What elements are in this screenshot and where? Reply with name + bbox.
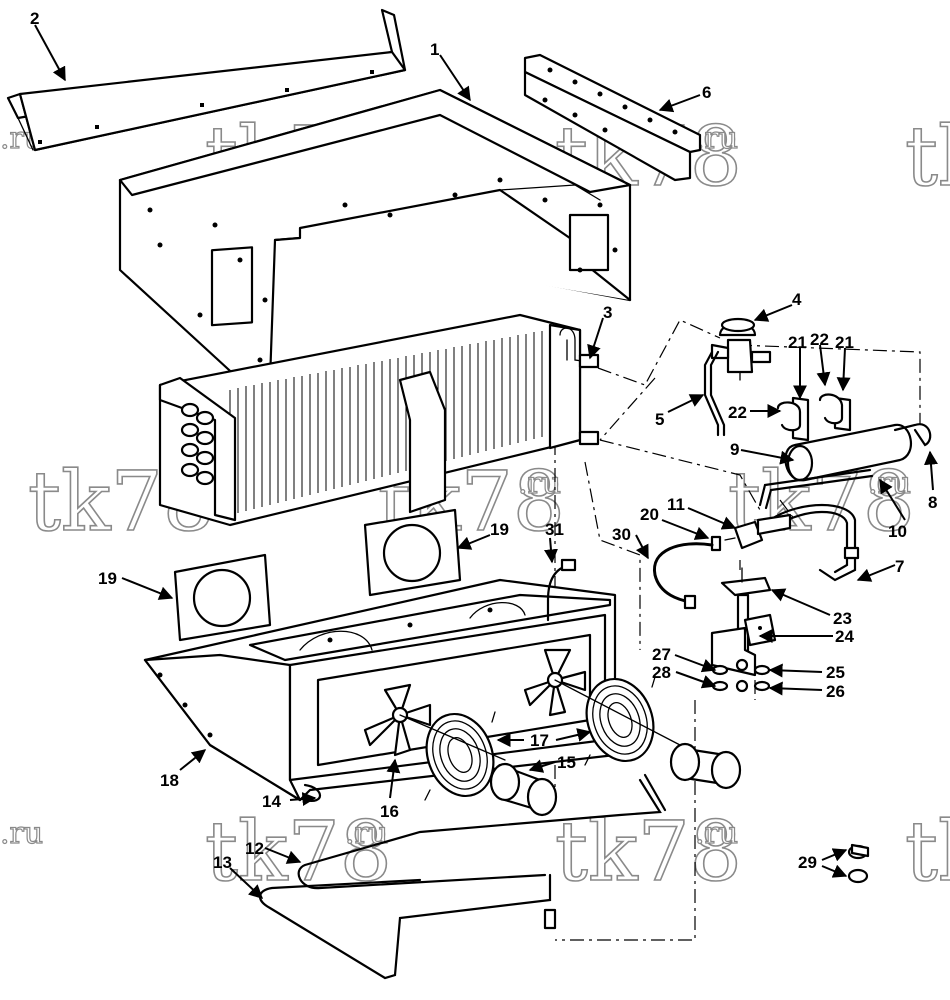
callout-5: 5	[655, 410, 664, 429]
callout-22a: 22	[810, 330, 829, 349]
gasket-left	[173, 553, 272, 642]
motor-right	[554, 679, 742, 790]
line-assembly-10	[758, 468, 874, 510]
callout-15: 15	[557, 753, 576, 772]
callout-28: 28	[652, 663, 671, 682]
callout-31: 31	[545, 520, 564, 539]
valve-tube-5	[703, 350, 726, 437]
callout-6: 6	[702, 83, 711, 102]
mounting-bracket	[523, 53, 702, 182]
callout-23: 23	[833, 609, 852, 628]
wire-31	[546, 558, 577, 622]
svg-text:.ru: .ru	[0, 816, 43, 851]
callout-14: 14	[262, 792, 281, 811]
callout-20: 20	[640, 505, 659, 524]
sensor-wire-20-30	[653, 535, 722, 610]
callout-1: 1	[430, 40, 439, 59]
callout-30: 30	[612, 525, 631, 544]
leader-arrows	[34, 24, 938, 899]
fan-guard-left	[424, 711, 496, 801]
coil-return-bends	[180, 402, 215, 486]
gasket-right	[363, 508, 462, 597]
callout-19b: 19	[98, 569, 117, 588]
clamp-21-left	[776, 396, 810, 442]
callout-21a: 21	[788, 333, 807, 352]
fan-guard-right	[584, 676, 656, 766]
callout-19a: 19	[490, 520, 509, 539]
callout-7: 7	[895, 557, 904, 576]
svg-text:.ru: .ru	[868, 466, 911, 501]
clamps-29	[847, 843, 870, 884]
coil-fins	[229, 329, 551, 515]
callout-11: 11	[667, 495, 685, 514]
callout-25: 25	[826, 663, 845, 682]
callout-29: 29	[798, 853, 817, 872]
callout-16: 16	[380, 802, 399, 821]
callout-21b: 21	[835, 333, 854, 352]
svg-text:tk78: tk78	[905, 110, 950, 205]
top-cover-plate	[6, 8, 407, 152]
clamp-21-right	[818, 393, 852, 432]
drain-tube-13	[259, 873, 557, 980]
svg-text:.ru: .ru	[695, 816, 738, 851]
callout-9: 9	[730, 440, 739, 459]
expansion-valve	[710, 317, 772, 381]
callout-8: 8	[928, 493, 937, 512]
callout-26: 26	[826, 682, 845, 701]
fan-blade-right	[523, 648, 587, 717]
main-housing	[118, 88, 632, 382]
fan-blade-left	[363, 683, 432, 757]
callout-24: 24	[835, 627, 854, 646]
callout-22b: 22	[728, 403, 747, 422]
svg-text:tk78: tk78	[905, 805, 950, 900]
svg-text:.ru: .ru	[695, 121, 738, 156]
callout-2: 2	[30, 9, 39, 28]
callout-18: 18	[160, 771, 179, 790]
watermark-9: tk78.ru	[554, 804, 743, 901]
callout-12: 12	[245, 839, 264, 858]
watermark-10: tk78	[904, 804, 950, 901]
callout-17: 17	[530, 731, 549, 750]
watermark-3: tk78	[904, 109, 950, 206]
callout-10: 10	[888, 522, 907, 541]
callout-27: 27	[652, 645, 671, 664]
svg-text:.ru: .ru	[345, 816, 388, 851]
callout-13: 13	[213, 853, 232, 872]
svg-text:tk78: tk78	[555, 805, 742, 900]
evaporator-coil	[158, 313, 600, 527]
drain-tube-12	[297, 773, 667, 890]
coil-fitting-top	[578, 353, 600, 369]
coil-fitting-bottom	[578, 430, 600, 446]
watermark-11: .ru	[0, 815, 44, 851]
motor-left	[399, 714, 558, 817]
callout-labels: 2 1 6 3 4 21 22 21 5 22 9 8 10 11 20 30 …	[30, 9, 937, 872]
switch-11	[724, 513, 792, 550]
callout-3: 3	[603, 303, 612, 322]
callout-4: 4	[792, 290, 802, 309]
